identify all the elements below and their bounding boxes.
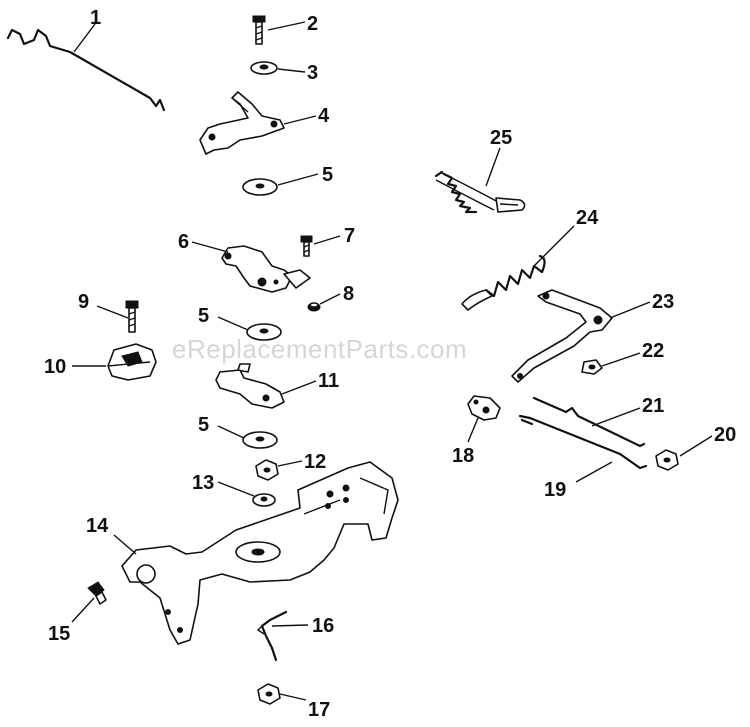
part-5-washer-lower [242,431,278,449]
callout-12: 12 [304,451,326,473]
callout-16: 16 [312,615,334,637]
part-6-lever-bracket [221,245,311,293]
part-8-nut [307,302,321,312]
part-21-wire-link [532,396,646,448]
part-10-clamp [107,343,157,381]
part-25-spring [434,170,526,214]
callout-19: 19 [544,479,566,501]
callout-1: 1 [90,7,101,29]
callout-14: 14 [86,515,109,537]
part-17-nut [257,683,281,705]
callout-22: 22 [642,340,664,362]
part-14-control-bracket [121,461,399,645]
part-9-bolt [125,300,139,333]
part-16-spring [256,610,288,662]
callout-21: 21 [642,395,664,417]
callout-8: 8 [343,283,354,305]
callout-6: 6 [178,231,189,253]
part-20-nut [655,449,679,471]
part-5-washer-middle [246,323,282,341]
part-15-screw [87,581,107,605]
part-5-washer-upper [242,178,278,196]
callout-15: 15 [48,623,70,645]
callout-3: 3 [307,62,318,84]
callout-4: 4 [318,105,330,127]
part-13-lock-washer [252,493,276,507]
part-19-link-rod [518,414,648,470]
part-11-plate [215,363,285,409]
callout-labels: 1 2 3 4 5 6 7 8 9 5 10 11 5 12 13 14 15 … [44,7,736,721]
callout-2: 2 [307,13,318,35]
callout-5-lower: 5 [198,414,209,436]
callout-13: 13 [192,472,214,494]
part-24-spring [461,254,546,311]
part-2-screw [252,15,266,45]
callout-5-upper: 5 [322,164,333,186]
callout-25: 25 [490,127,512,149]
callout-10: 10 [44,356,66,378]
part-3-washer [250,61,278,75]
callout-5-middle: 5 [198,305,209,327]
part-23-lever [511,289,613,383]
part-1-governor-rod [6,28,166,112]
callout-7: 7 [344,225,355,247]
callout-23: 23 [652,291,674,313]
callout-24: 24 [576,207,599,229]
callout-18: 18 [452,445,474,467]
watermark: eReplacementParts.com [172,334,467,364]
callout-20: 20 [714,424,736,446]
part-12-nut [255,459,279,481]
part-18-clip [467,395,501,421]
callout-17: 17 [308,699,330,721]
part-7-screw [300,235,313,257]
part-4-governor-lever [199,91,285,155]
part-22-nut [581,359,603,375]
callout-9: 9 [78,291,89,313]
leader-lines [71,21,713,701]
callout-11: 11 [318,370,339,392]
